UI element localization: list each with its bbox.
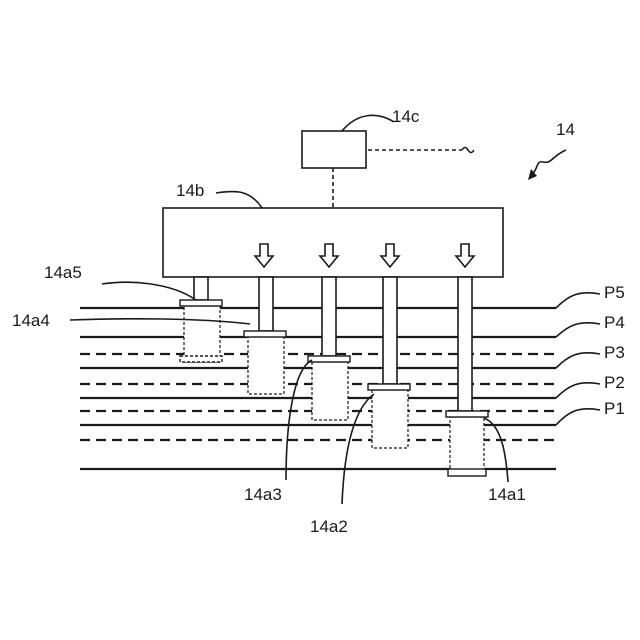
label-head-14a5: 14a5	[44, 263, 82, 282]
leader-p3	[556, 353, 600, 368]
signal-wave	[462, 148, 474, 153]
label-controller: 14c	[392, 107, 420, 126]
label-plane-p1: P1	[604, 399, 625, 418]
head-unit-14a1	[446, 277, 488, 476]
head-unit-14a2	[368, 277, 410, 448]
label-plane-p5: P5	[604, 283, 625, 302]
leader-14c	[342, 115, 394, 131]
label-assembly: 14	[556, 120, 575, 139]
controller-box	[302, 131, 366, 168]
label-head-14a4: 14a4	[12, 311, 50, 330]
leader-p2	[556, 383, 600, 398]
leader-14a1	[484, 418, 508, 482]
leader-14a3	[286, 360, 312, 480]
label-head-14a2: 14a2	[310, 517, 348, 536]
leader-14	[532, 150, 566, 174]
label-plane-p4: P4	[604, 313, 625, 332]
leader-p1	[556, 409, 600, 425]
leader-14a5	[102, 282, 196, 300]
head-unit-14a4	[244, 277, 286, 394]
head-unit-14a3	[308, 277, 350, 420]
label-plane-p2: P2	[604, 373, 625, 392]
leader-14a4	[70, 319, 250, 324]
label-head-14a1: 14a1	[488, 485, 526, 504]
label-plane-p3: P3	[604, 343, 625, 362]
leader-p5	[556, 293, 600, 308]
drive-block	[163, 208, 503, 277]
label-head-14a3: 14a3	[244, 485, 282, 504]
leader-14b	[216, 192, 262, 208]
leader-p4	[556, 323, 600, 337]
label-drive: 14b	[176, 181, 204, 200]
